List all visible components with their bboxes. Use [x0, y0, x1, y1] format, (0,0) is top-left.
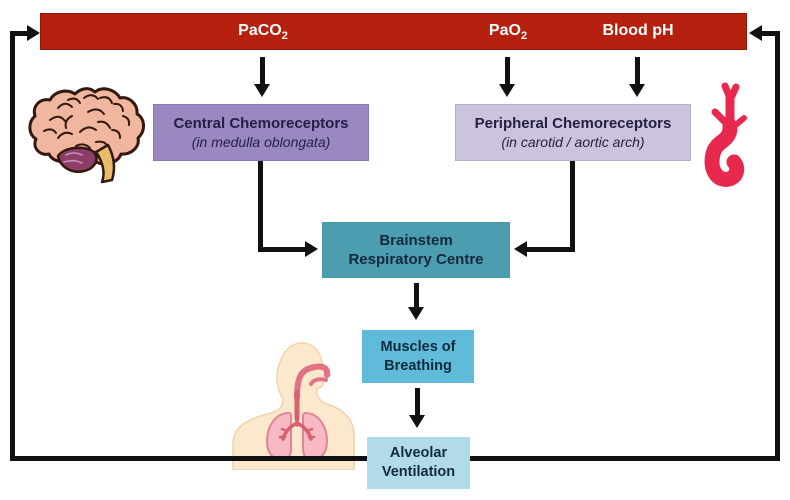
arrow-brainstem-head: [408, 307, 424, 320]
arrow-paco2-shaft: [260, 57, 265, 85]
peripheral-chemoreceptors-box: Peripheral Chemoreceptors (in carotid / …: [455, 104, 691, 161]
arrow-muscles-head: [409, 415, 425, 428]
feedback-bottom-right-line: [469, 456, 780, 461]
alveolar-line1: Alveolar: [389, 445, 448, 462]
arrow-pao2-shaft: [505, 57, 510, 85]
carotid-aortic-arch-icon: [704, 82, 747, 187]
central-chemoreceptors-title: Central Chemoreceptors: [173, 114, 349, 132]
stimulus-bar: PaCO2 PaO2 Blood pH: [40, 13, 747, 50]
human-torso-lungs-icon: [232, 342, 355, 470]
peripheral-chemoreceptors-title: Peripheral Chemoreceptors: [474, 114, 672, 132]
elbow-peripheral-head: [514, 241, 527, 257]
feedback-top-left-head: [27, 25, 40, 41]
central-chemoreceptors-box: Central Chemoreceptors (in medulla oblon…: [153, 104, 369, 161]
muscles-of-breathing-box: Muscles of Breathing: [362, 330, 474, 383]
central-chemoreceptors-subtitle: (in medulla oblongata): [191, 134, 331, 151]
arrow-bloodph-shaft: [635, 57, 640, 85]
stimulus-label-paco2: PaCO2: [238, 21, 288, 42]
elbow-central-horizontal: [258, 247, 306, 252]
elbow-peripheral-vertical: [570, 161, 575, 252]
muscles-line1: Muscles of: [380, 338, 456, 355]
arrow-paco2-head: [254, 84, 270, 97]
alveolar-ventilation-box: Alveolar Ventilation: [367, 437, 470, 489]
elbow-central-head: [305, 241, 318, 257]
feedback-bottom-left-line: [10, 456, 368, 461]
alveolar-line2: Ventilation: [381, 464, 456, 480]
brainstem-respiratory-centre-box: Brainstem Respiratory Centre: [322, 222, 510, 278]
arrow-muscles-shaft: [415, 388, 420, 416]
brainstem-line1: Brainstem: [379, 231, 453, 249]
feedback-top-right-line: [762, 31, 780, 36]
arrow-bloodph-head: [629, 84, 645, 97]
elbow-central-vertical: [258, 161, 263, 252]
arrow-pao2-head: [499, 84, 515, 97]
peripheral-chemoreceptors-subtitle: (in carotid / aortic arch): [501, 134, 645, 151]
stimulus-label-pao2: PaO2: [488, 21, 528, 42]
feedback-top-right-head: [749, 25, 762, 41]
arrow-brainstem-shaft: [414, 283, 419, 308]
elbow-peripheral-horizontal: [527, 247, 575, 252]
stimulus-label-bloodph: Blood pH: [602, 21, 674, 39]
feedback-right-vertical: [775, 31, 780, 461]
brainstem-line2: Respiratory Centre: [348, 251, 484, 268]
brain-icon: [28, 87, 145, 184]
muscles-line2: Breathing: [384, 357, 452, 374]
feedback-top-left-line: [10, 31, 28, 36]
feedback-left-vertical: [10, 31, 15, 461]
